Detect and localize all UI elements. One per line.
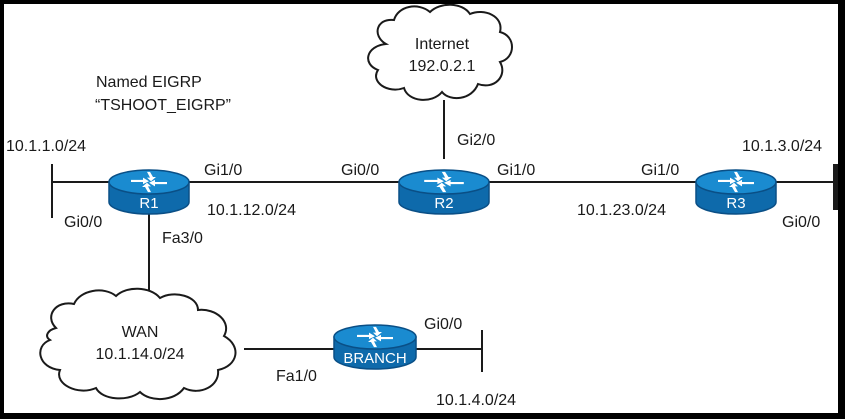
- router-r1[interactable]: [108, 169, 190, 215]
- interface-r2-gi2-0: Gi2/0: [457, 132, 496, 149]
- interface-r1-gi1-0: Gi1/0: [204, 162, 243, 179]
- router-r2-label: R2: [434, 195, 454, 212]
- interface-branch-fa1-0: Fa1/0: [276, 368, 317, 385]
- interface-r2-gi0-0: Gi0/0: [341, 162, 380, 179]
- interface-r3-gi0-0: Gi0/0: [782, 214, 821, 231]
- subnet-r3-lan: 10.1.3.0/24: [742, 138, 823, 155]
- interface-r1-gi0-0: Gi0/0: [64, 214, 103, 231]
- internet-cloud-name: Internet: [414, 36, 470, 53]
- internet-cloud-address: 192.0.2.1: [408, 58, 476, 75]
- subnet-branch-lan: 10.1.4.0/24: [436, 392, 517, 409]
- note-line-1: Named EIGRP: [96, 74, 202, 91]
- router-r2[interactable]: [398, 169, 490, 215]
- router-branch[interactable]: [333, 324, 417, 370]
- interface-r1-fa3-0: Fa3/0: [162, 230, 203, 247]
- diagram-graphics: [39, 4, 838, 400]
- router-r3[interactable]: [695, 169, 777, 215]
- note-line-2: “TSHOOT_EIGRP”: [95, 97, 232, 114]
- links: [51, 100, 836, 372]
- router-r1-label: R1: [139, 195, 159, 212]
- subnet-r1-r2: 10.1.12.0/24: [207, 202, 296, 219]
- interface-r3-gi1-0: Gi1/0: [641, 162, 680, 179]
- internet-cloud: [367, 4, 513, 101]
- interface-branch-gi0-0: Gi0/0: [424, 316, 463, 333]
- router-r3-label: R3: [726, 195, 746, 212]
- lan-segment-r3: [833, 164, 838, 210]
- interface-r2-gi1-0: Gi1/0: [497, 162, 536, 179]
- subnet-r1-lan: 10.1.1.0/24: [6, 138, 87, 155]
- router-branch-label: BRANCH: [343, 350, 407, 367]
- wan-cloud-address: 10.1.14.0/24: [95, 346, 185, 363]
- network-diagram: R1 R2 R3 BRANCH Named EIGRP “TSHOOT_EIGR…: [4, 4, 838, 413]
- wan-cloud-name: WAN: [121, 324, 159, 341]
- wan-cloud: [39, 287, 237, 400]
- subnet-r2-r3: 10.1.23.0/24: [577, 202, 666, 219]
